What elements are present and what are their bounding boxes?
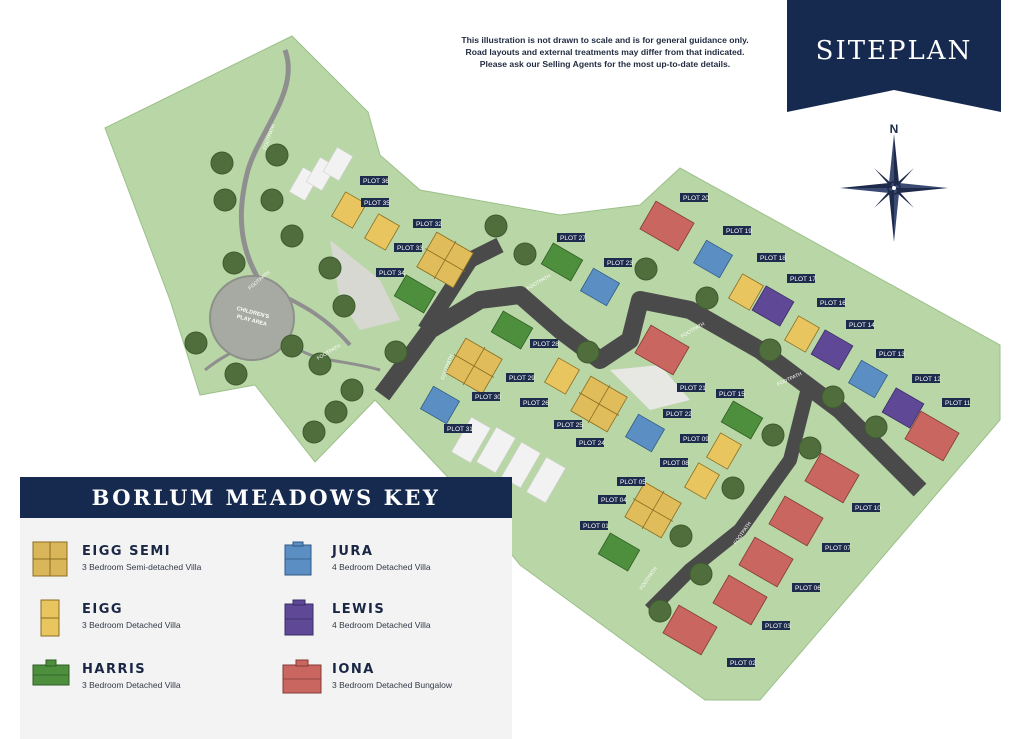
plot-18-label: PLOT 18 bbox=[760, 255, 786, 262]
key-item-iona: IONA 3 Bedroom Detached Bungalow bbox=[282, 659, 512, 707]
trees bbox=[184, 143, 888, 623]
key-item-harris: HARRIS 3 Bedroom Detached Villa bbox=[32, 659, 262, 707]
compass-rose: N bbox=[838, 118, 950, 246]
siteplan-badge: SITEPLAN bbox=[787, 0, 1001, 112]
plot-07-label: PLOT 07 bbox=[825, 545, 851, 552]
key-item-jura: JURA 4 Bedroom Detached Villa bbox=[282, 541, 512, 589]
main-road bbox=[418, 237, 504, 335]
plot-labels: PLOT 01 PLOT 02 PLOT 03 PLOT 04 PLOT 05 … bbox=[360, 176, 971, 667]
house-dividers bbox=[424, 240, 674, 530]
plot-36-label: PLOT 36 bbox=[363, 178, 389, 185]
key-item-name: EIGG bbox=[82, 602, 124, 617]
houses-eigg bbox=[331, 191, 820, 500]
plot-32-label: PLOT 32 bbox=[416, 221, 442, 228]
plot-06-label: PLOT 06 bbox=[795, 585, 821, 592]
plot-25-label: PLOT 25 bbox=[557, 422, 583, 429]
key-item-desc: 3 Bedroom Semi-detached Villa bbox=[82, 562, 202, 572]
house-icon bbox=[284, 541, 312, 576]
key-item-name: JURA bbox=[332, 544, 374, 559]
key-panel: BORLUM MEADOWS KEY EIGG SEMI 3 Bedroom S… bbox=[20, 477, 512, 739]
wide-house-icon bbox=[32, 659, 70, 686]
plot-16-label: PLOT 16 bbox=[820, 300, 846, 307]
compass-icon bbox=[840, 134, 948, 242]
plot-31-label: PLOT 31 bbox=[447, 426, 473, 433]
key-title: BORLUM MEADOWS KEY bbox=[91, 485, 441, 510]
plot-11-label: PLOT 11 bbox=[945, 400, 971, 407]
plot-24-label: PLOT 24 bbox=[579, 440, 605, 447]
play-area bbox=[209, 275, 295, 361]
plot-21-label: PLOT 21 bbox=[680, 385, 706, 392]
paved-area bbox=[610, 365, 690, 410]
plot-14-label: PLOT 14 bbox=[849, 322, 875, 329]
plot-33-label: PLOT 33 bbox=[397, 245, 423, 252]
plot-01-label: PLOT 01 bbox=[583, 523, 609, 530]
plot-20-label: PLOT 20 bbox=[683, 195, 709, 202]
plot-15-label: PLOT 15 bbox=[719, 391, 745, 398]
bungalow-icon bbox=[282, 659, 322, 694]
plot-28-label: PLOT 28 bbox=[533, 341, 559, 348]
siteplan-title: SITEPLAN bbox=[815, 36, 973, 66]
key-item-desc: 3 Bedroom Detached Bungalow bbox=[332, 680, 453, 690]
plot-02-label: PLOT 02 bbox=[730, 660, 756, 667]
key-item-name: HARRIS bbox=[82, 662, 147, 677]
key-item-name: EIGG SEMI bbox=[82, 544, 172, 559]
plot-12-label: PLOT 12 bbox=[915, 376, 941, 383]
plot-23-label: PLOT 23 bbox=[607, 260, 633, 267]
key-item-name: LEWIS bbox=[332, 602, 386, 617]
key-header: BORLUM MEADOWS KEY bbox=[20, 477, 512, 518]
narrow-house-icon bbox=[40, 599, 60, 637]
plot-04-label: PLOT 04 bbox=[601, 497, 627, 504]
plot-17-label: PLOT 17 bbox=[790, 276, 816, 283]
houses-jura bbox=[419, 239, 889, 453]
plot-35-label: PLOT 35 bbox=[364, 200, 390, 207]
key-item-desc: 3 Bedroom Detached Villa bbox=[82, 680, 181, 690]
plot-22-label: PLOT 22 bbox=[666, 411, 692, 418]
houses-iona bbox=[634, 200, 960, 656]
disclaimer-line: Please ask our Selling Agents for the mo… bbox=[479, 59, 731, 69]
semi-house-icon bbox=[32, 541, 68, 577]
plot-03-label: PLOT 03 bbox=[765, 623, 791, 630]
house-icon bbox=[284, 599, 314, 636]
plot-10-label: PLOT 10 bbox=[855, 505, 881, 512]
key-item-name: IONA bbox=[332, 662, 375, 677]
parking-bays bbox=[288, 146, 566, 504]
disclaimer-line: Road layouts and external treatments may… bbox=[465, 47, 745, 57]
plot-29-label: PLOT 29 bbox=[509, 375, 535, 382]
houses-lewis bbox=[751, 285, 925, 429]
disclaimer-note: This illustration is not drawn to scale … bbox=[440, 34, 770, 70]
plot-13-label: PLOT 13 bbox=[879, 351, 905, 358]
plot-08-label: PLOT 08 bbox=[663, 460, 689, 467]
plot-05-label: PLOT 05 bbox=[620, 479, 646, 486]
plot-27-label: PLOT 27 bbox=[560, 235, 586, 242]
plot-30-label: PLOT 30 bbox=[475, 394, 501, 401]
compass-north-label: N bbox=[889, 122, 899, 136]
footpath bbox=[238, 49, 291, 287]
plot-09-label: PLOT 09 bbox=[683, 436, 709, 443]
houses-harris bbox=[393, 242, 764, 572]
key-item-eigg-semi: EIGG SEMI 3 Bedroom Semi-detached Villa bbox=[32, 541, 262, 589]
disclaimer-line: This illustration is not drawn to scale … bbox=[461, 35, 749, 45]
key-item-eigg: EIGG 3 Bedroom Detached Villa bbox=[32, 599, 262, 647]
key-item-desc: 3 Bedroom Detached Villa bbox=[82, 620, 181, 630]
key-item-desc: 4 Bedroom Detached Villa bbox=[332, 620, 431, 630]
plot-19-label: PLOT 19 bbox=[726, 228, 752, 235]
key-item-lewis: LEWIS 4 Bedroom Detached Villa bbox=[282, 599, 512, 647]
key-item-desc: 4 Bedroom Detached Villa bbox=[332, 562, 431, 572]
plot-34-label: PLOT 34 bbox=[379, 270, 405, 277]
branch-road bbox=[645, 378, 817, 615]
plot-26-label: PLOT 26 bbox=[523, 400, 549, 407]
